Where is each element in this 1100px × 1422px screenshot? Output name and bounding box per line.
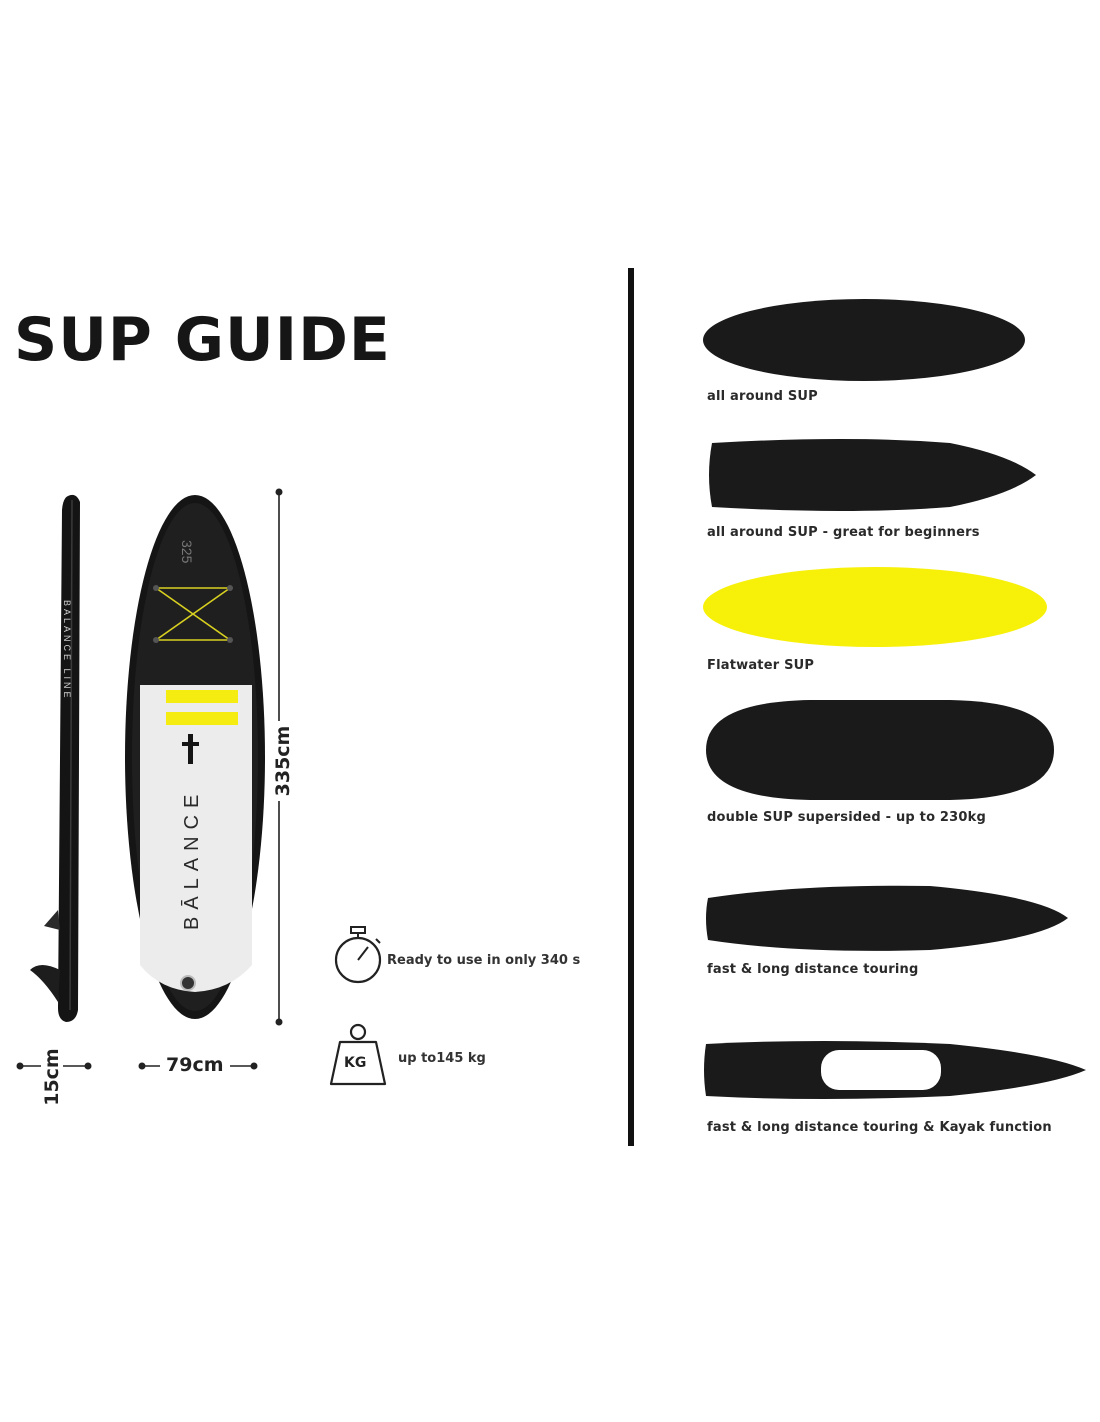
board-nose-number: 325	[179, 540, 195, 564]
shape-double-sup	[700, 698, 1060, 802]
length-label-wrap: 335cm	[253, 720, 313, 801]
shape-label-touring: fast & long distance touring	[707, 962, 919, 977]
max-weight-text: up to145 kg	[398, 1051, 486, 1066]
page-title: SUP GUIDE	[14, 305, 391, 375]
weight-icon-text: KG	[344, 1055, 367, 1071]
shape-touring-kayak	[700, 1038, 1090, 1102]
vertical-divider	[628, 268, 634, 1146]
shape-flatwater	[700, 565, 1050, 651]
thickness-label: 15cm	[41, 1045, 63, 1109]
board-side-text: BALANCE LINE	[62, 600, 72, 701]
thickness-label-wrap: 15cm	[34, 1045, 74, 1109]
shape-label-beginner: all around SUP - great for beginners	[707, 525, 980, 540]
width-label: 79cm	[160, 1054, 230, 1076]
board-side-view: BALANCE LINE	[30, 490, 100, 1030]
shape-all-around	[700, 296, 1030, 386]
shape-label-double: double SUP supersided - up to 230kg	[707, 810, 987, 825]
board-brand-text: BĀLANCE	[180, 788, 203, 930]
stopwatch-icon	[332, 925, 384, 985]
setup-time-text: Ready to use in only 340 s	[387, 953, 581, 968]
shape-label-all-around: all around SUP	[707, 389, 818, 404]
board-top-view: 325 BĀLANCE	[120, 490, 270, 1025]
weight-kg-icon	[328, 1020, 388, 1088]
length-label: 335cm	[272, 721, 294, 801]
shape-label-kayak: fast & long distance touring & Kayak fun…	[707, 1120, 1052, 1135]
shape-touring	[700, 884, 1072, 954]
shape-label-flatwater: Flatwater SUP	[707, 658, 815, 673]
shape-all-around-beginner	[700, 435, 1040, 515]
